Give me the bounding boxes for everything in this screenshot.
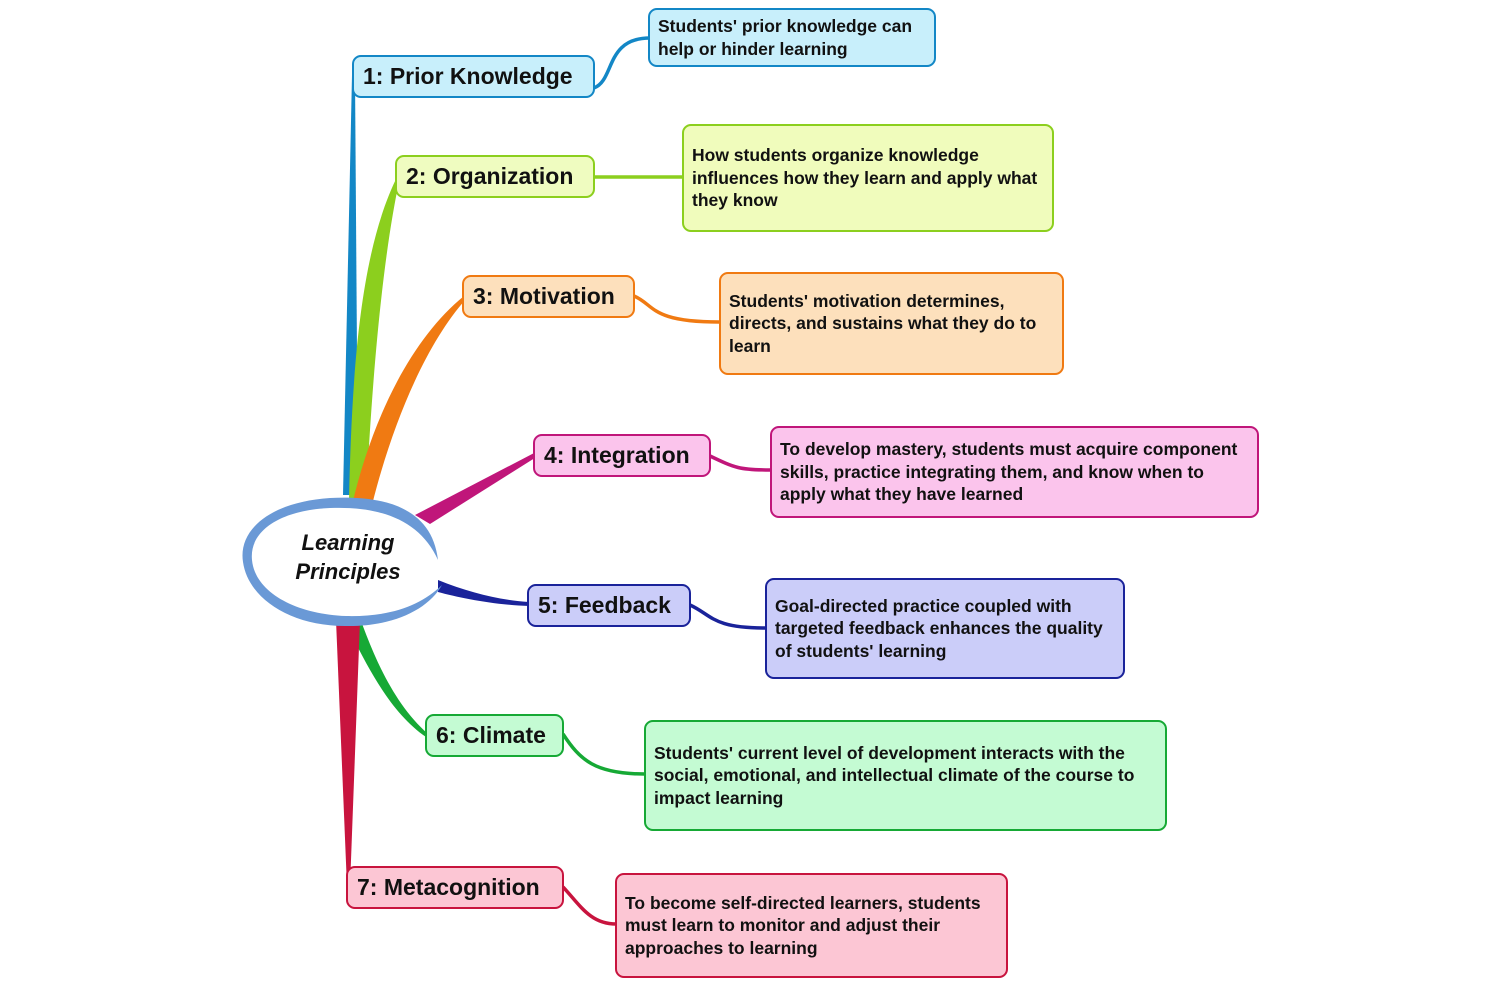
branch-2-stem	[349, 175, 400, 500]
description-integration: To develop mastery, students must acquir…	[770, 426, 1259, 518]
description-motivation: Students' motivation determines, directs…	[719, 272, 1064, 375]
description-feedback: Goal-directed practice coupled with targ…	[765, 578, 1125, 679]
branch-4-stem	[415, 452, 538, 524]
topic-organization[interactable]: 2: Organization	[395, 155, 595, 198]
connector-1	[593, 36, 651, 90]
branch-5-stem	[438, 580, 529, 606]
central-node-title: Learning Principles	[295, 530, 401, 584]
topic-feedback[interactable]: 5: Feedback	[527, 584, 691, 627]
topic-integration[interactable]: 4: Integration	[533, 434, 711, 477]
description-prior-knowledge: Students' prior knowledge can help or hi…	[648, 8, 936, 67]
description-metacognition: To become self-directed learners, studen…	[615, 873, 1008, 978]
description-climate: Students' current level of development i…	[644, 720, 1167, 831]
branch-3-stem	[352, 296, 466, 505]
topic-prior-knowledge[interactable]: 1: Prior Knowledge	[352, 55, 595, 98]
topic-climate[interactable]: 6: Climate	[425, 714, 564, 757]
central-node-fill	[245, 502, 441, 622]
connector-7	[561, 885, 617, 926]
description-organization: How students organize knowledge influenc…	[682, 124, 1054, 232]
branch-6-stem	[345, 618, 428, 737]
connector-6	[561, 733, 646, 776]
topic-motivation[interactable]: 3: Motivation	[462, 275, 635, 318]
connector-3	[633, 294, 720, 324]
branch-7-stem	[336, 620, 360, 887]
connector-5	[689, 603, 766, 630]
connector-4	[709, 454, 771, 472]
topic-metacognition[interactable]: 7: Metacognition	[346, 866, 564, 909]
